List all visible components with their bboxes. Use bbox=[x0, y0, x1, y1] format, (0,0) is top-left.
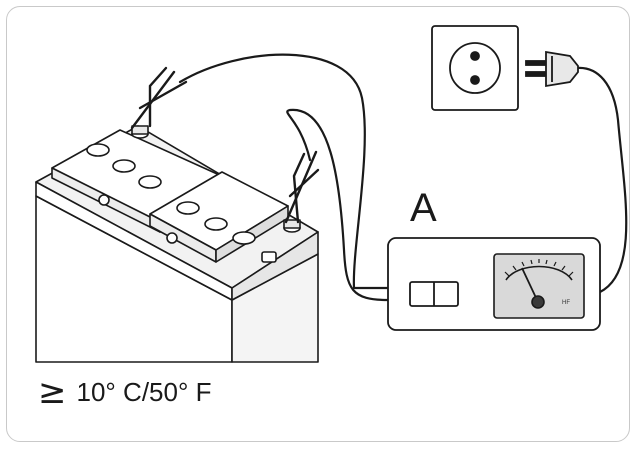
analog-meter-icon bbox=[493, 253, 585, 319]
greater-equal-symbol: ≥ bbox=[38, 372, 67, 412]
charger-cables bbox=[178, 53, 628, 302]
meter-mark: HF bbox=[562, 300, 570, 306]
power-plug-icon bbox=[525, 50, 579, 88]
clamp-icon bbox=[130, 66, 320, 224]
charger-label: A bbox=[410, 186, 437, 230]
wall-socket-icon bbox=[431, 25, 519, 111]
temperature-text: 10° C/50° F bbox=[76, 376, 212, 407]
car-battery-icon bbox=[35, 125, 319, 363]
temperature-requirement: ≥ 10° C/50° F bbox=[38, 372, 211, 412]
